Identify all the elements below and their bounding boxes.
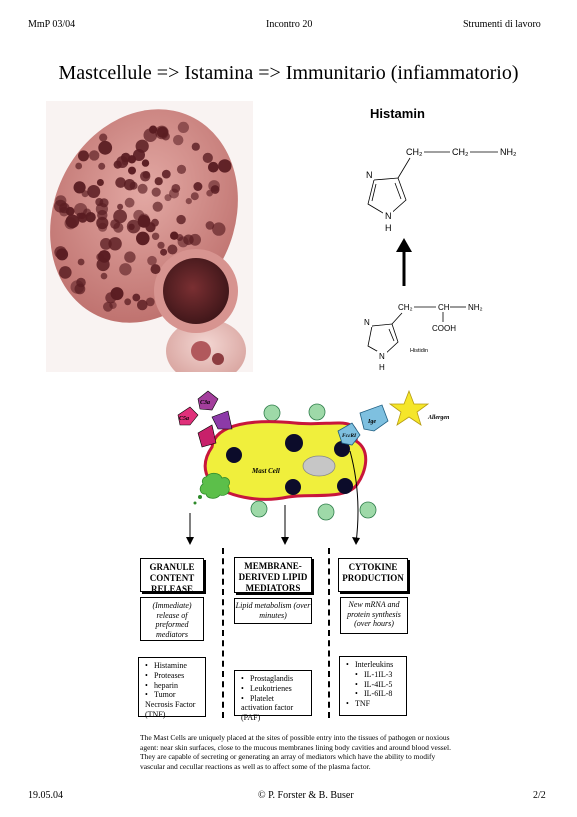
mast-cell-micrograph [46,101,253,372]
histamine-ring-nh: N [385,211,392,221]
histidin-ring-h: H [379,363,385,372]
column-divider-1 [222,548,224,718]
histidin-ring-nh: N [379,352,385,361]
page-title: Mastcellule => Istamina => Immunitario (… [58,62,519,84]
histidin-cooh: COOH [432,324,456,333]
ige-antibody [359,404,389,432]
histamine-ring-h: H [385,223,392,233]
c5a-fragment [177,406,199,426]
list-item: Platelet activation factor (PAF) [241,694,307,723]
released-granules [199,472,230,499]
histamine-ring-n: N [366,170,373,180]
lipid-mediators-list: Prostaglandis Leukotrienes Platelet acti… [234,670,312,722]
list-item: IL-4IL-5 [346,680,402,690]
column-divider-2 [328,548,330,718]
header-right: Strumenti di lavoro [463,19,541,30]
histidin-ch: CH [438,303,450,312]
list-item: IL-6IL-8 [346,689,402,699]
histamine-structure: Histamin CH₂ CH₂ NH₂ N N H CH₂ CH NH₂ CO… [362,106,517,372]
c5a-label: C5a [179,416,189,422]
c3a-fragment [197,390,219,411]
allergen-star [388,389,430,426]
footer-page: 2/2 [533,790,546,801]
granule-release-desc: (Immediate) release of preformed mediato… [140,597,204,641]
list-item: Interleukins [346,660,402,670]
cytokine-production-list: Interleukins IL-1IL-3 IL-4IL-5 IL-6IL-8 … [339,656,407,716]
ige-label: Ige [367,419,376,425]
list-item: Proteases [145,671,201,681]
list-item: Tumor Necrosis Factor (TNF) [145,690,201,719]
list-item: TNF [346,699,402,709]
histamine-ch2-b: CH₂ [452,147,469,157]
histamine-nh2: NH₂ [500,147,517,157]
list-item: heparin [145,681,201,691]
cytokine-production-desc: New mRNA and protein synthesis (over hou… [340,597,408,634]
granule-release-title: GRANULE CONTENT RELEASE [140,558,204,594]
mast-cell-diagram: Mast Cell C5a C3a FcεRI Ige Allergen [177,389,450,545]
header-left: MmP 03/04 [28,19,76,30]
list-item: Histamine [145,661,201,671]
fceri-receptor [337,422,361,446]
histidin-label: Histidin [410,348,428,354]
histamine-ch2-a: CH₂ [406,147,423,157]
list-item: Leukotrienes [241,684,307,694]
caption: The Mast Cells are uniquely placed at th… [140,733,451,771]
footer-copyright: © P. Forster & B. Buser [258,790,354,801]
lipid-mediators-desc: Lipid metabolism (over minutes) [234,598,312,624]
footer-date: 19.05.04 [28,790,63,801]
header-center: Incontro 20 [266,19,313,30]
list-item: IL-1IL-3 [346,670,402,680]
histidin-ring-n: N [364,318,370,327]
granule-release-list: Histamine Proteases heparin Tumor Necros… [138,657,206,719]
fceri-label: FcεRI [342,433,357,439]
c3a-receptor [197,424,217,448]
lipid-mediators-title: MEMBRANE-DERIVED LIPID MEDIATORS [234,557,312,593]
cytokine-production-title: CYTOKINE PRODUCTION [338,558,408,592]
c3a-label: C3a [200,400,210,406]
histamine-title: Histamin [370,106,425,121]
histidin-ch2: CH₂ [398,303,413,312]
mast-cell-label: Mast Cell [251,467,280,475]
histidin-nh2: NH₂ [468,303,483,312]
c5a-receptor [211,410,233,430]
mast-cell-nucleus [302,455,336,477]
allergen-label: Allergen [427,415,450,421]
list-item: Prostaglandis [241,674,307,684]
